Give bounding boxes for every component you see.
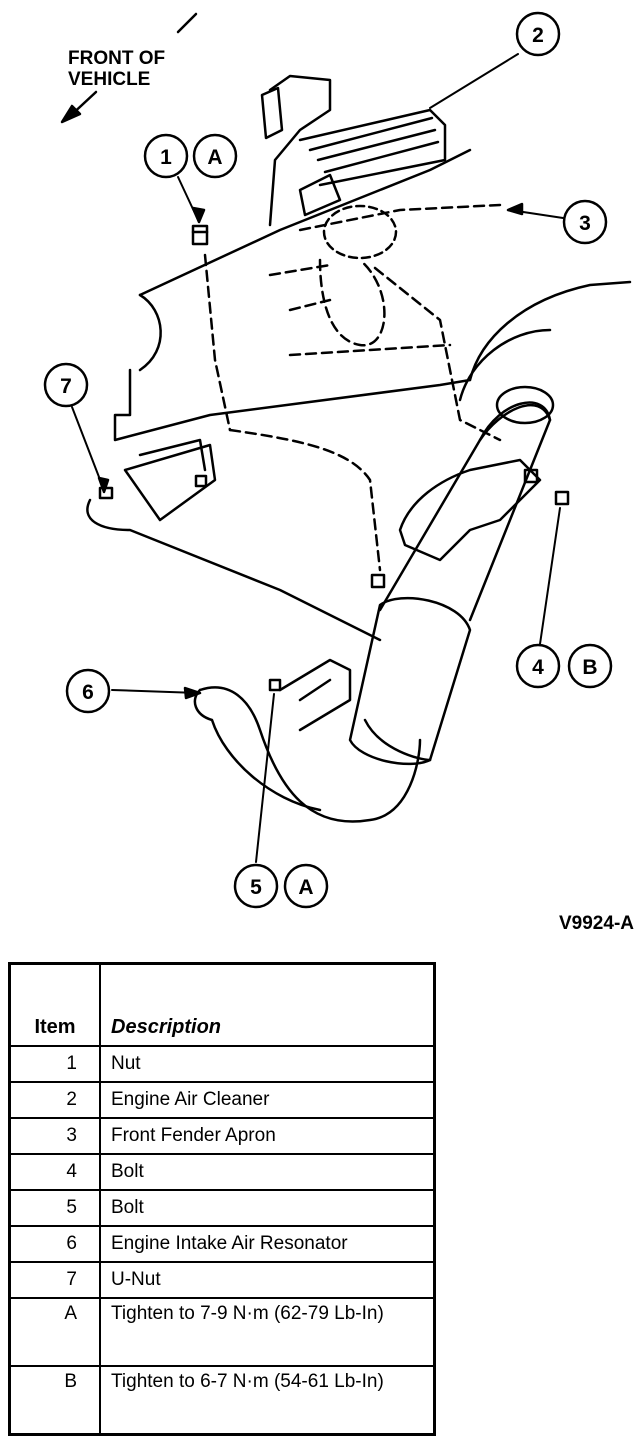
nut-item-1 xyxy=(191,224,209,246)
table-row: 3 Front Fender Apron xyxy=(8,1117,436,1155)
row-item: 4 xyxy=(8,1153,101,1191)
row-description: Tighten to 6-7 N·m (54-61 Lb-In) xyxy=(99,1365,436,1436)
front-of-vehicle-arrow xyxy=(60,12,198,124)
row-item: 1 xyxy=(8,1045,101,1083)
callout-6: 6 xyxy=(65,668,111,714)
row-item: 6 xyxy=(8,1225,101,1263)
svg-text:B: B xyxy=(582,656,597,679)
svg-text:6: 6 xyxy=(82,681,94,704)
row-description: Front Fender Apron xyxy=(99,1117,436,1155)
row-description: Bolt xyxy=(99,1153,436,1191)
row-item: 5 xyxy=(8,1189,101,1227)
front-fender-apron xyxy=(86,148,632,642)
table-row: 2 Engine Air Cleaner xyxy=(8,1081,436,1119)
figure-id: V9924-A xyxy=(559,913,634,934)
row-item: 7 xyxy=(8,1261,101,1299)
callout-1-a: A xyxy=(192,133,238,179)
row-description: Bolt xyxy=(99,1189,436,1227)
svg-text:3: 3 xyxy=(579,212,591,235)
front-of-vehicle-label: FRONT OF xyxy=(68,48,165,69)
header-item: Item xyxy=(8,962,101,1047)
exploded-view-diagram: FRONT OF VEHICLE 1 A 2 3 4 B 5 xyxy=(43,11,632,909)
table-header-row: Item Description xyxy=(8,962,436,1047)
table-row: 7 U-Nut xyxy=(8,1261,436,1299)
svg-text:A: A xyxy=(298,876,313,899)
table-row: 5 Bolt xyxy=(8,1189,436,1227)
row-description: Tighten to 7-9 N·m (62-79 Lb-In) xyxy=(99,1297,436,1367)
callout-1: 1 xyxy=(143,133,189,179)
row-description: Nut xyxy=(99,1045,436,1083)
svg-text:A: A xyxy=(207,146,222,169)
leader-lines xyxy=(71,53,564,863)
table-row: 4 Bolt xyxy=(8,1153,436,1191)
callout-4: 4 xyxy=(515,643,561,689)
u-nut-bracket xyxy=(98,438,217,522)
row-item: 2 xyxy=(8,1081,101,1119)
svg-text:5: 5 xyxy=(250,876,262,899)
table-row: B Tighten to 6-7 N·m (54-61 Lb-In) xyxy=(8,1365,436,1436)
row-description: Engine Air Cleaner xyxy=(99,1081,436,1119)
parts-legend-table: Item Description 1 Nut 2 Engine Air Clea… xyxy=(8,962,436,1436)
callout-2: 2 xyxy=(515,11,561,57)
row-item: B xyxy=(8,1365,101,1436)
table-row: 6 Engine Intake Air Resonator xyxy=(8,1225,436,1263)
row-item: A xyxy=(8,1297,101,1367)
front-of-vehicle-label-line2: VEHICLE xyxy=(68,69,150,90)
table-row: 1 Nut xyxy=(8,1045,436,1083)
header-description: Description xyxy=(99,962,436,1047)
row-item: 3 xyxy=(8,1117,101,1155)
row-description: U-Nut xyxy=(99,1261,436,1299)
svg-text:2: 2 xyxy=(532,24,544,47)
callout-5-a: A xyxy=(283,863,329,909)
callout-7: 7 xyxy=(43,362,89,408)
svg-text:1: 1 xyxy=(160,146,172,169)
table-row: A Tighten to 7-9 N·m (62-79 Lb-In) xyxy=(8,1297,436,1367)
callout-4-b: B xyxy=(567,643,613,689)
callout-3: 3 xyxy=(562,199,608,245)
svg-text:7: 7 xyxy=(60,375,72,398)
svg-text:4: 4 xyxy=(532,656,544,679)
callout-5: 5 xyxy=(233,863,279,909)
engine-intake-air-resonator-assembly xyxy=(193,385,570,823)
row-description: Engine Intake Air Resonator xyxy=(99,1225,436,1263)
engine-air-cleaner xyxy=(260,74,447,260)
